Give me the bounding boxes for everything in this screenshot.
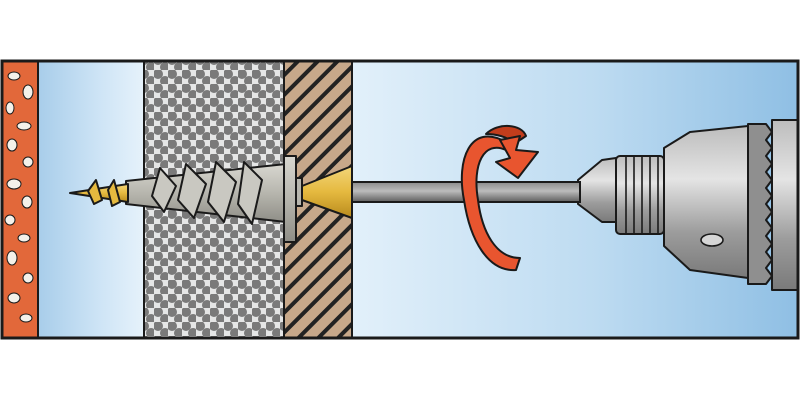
diagram-border [0, 59, 800, 340]
screw [69, 165, 353, 219]
brick-wall [2, 61, 38, 338]
rotation-arrow-icon [460, 125, 539, 272]
screwdriver-bit [335, 181, 581, 203]
drill-chuck [577, 119, 798, 291]
